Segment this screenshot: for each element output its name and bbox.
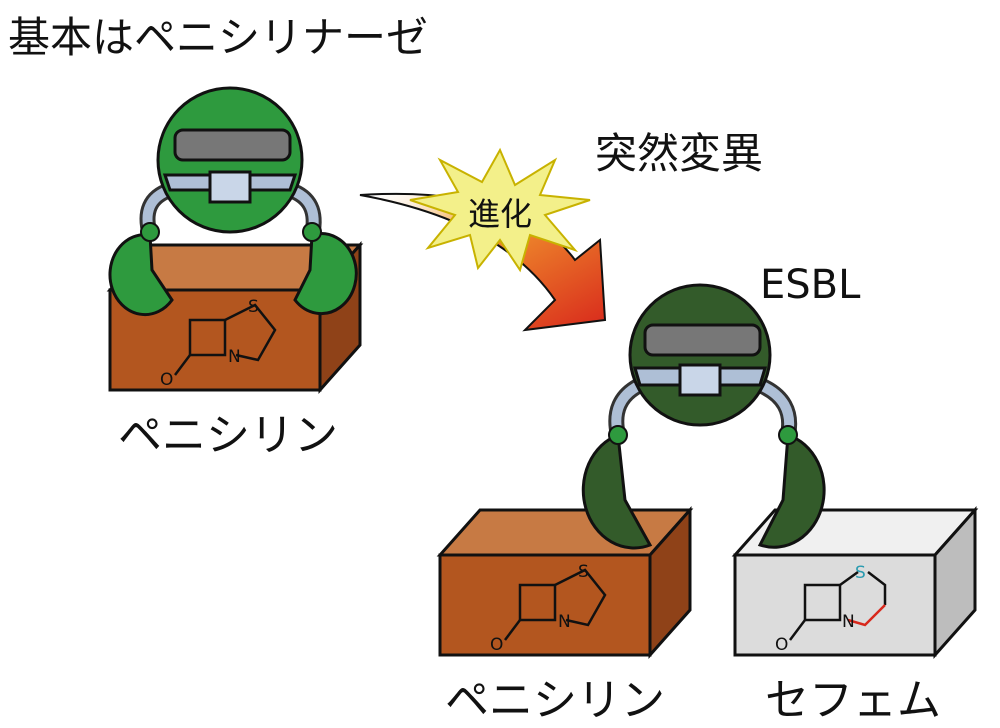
evolution-label: 進化 [468, 195, 532, 233]
atom-o: O [160, 370, 173, 390]
atom-o: O [490, 635, 503, 655]
atom-n: N [842, 612, 855, 632]
penicillin-box-2: S N O [436, 506, 694, 659]
cephem-box: S N O [731, 506, 979, 659]
page-title: 基本はペニシリナーゼ [8, 13, 428, 62]
atom-s: S [578, 562, 589, 582]
penicillin-label-1: ペニシリン [118, 410, 338, 461]
burst-icon [409, 147, 591, 273]
robot-claws-1 [108, 222, 358, 317]
atom-s: S [855, 563, 866, 583]
robot-claws-2 [581, 425, 826, 550]
esbl-robot [608, 283, 798, 437]
penicillinase-robot [139, 86, 322, 238]
atom-n: N [228, 347, 241, 367]
penicillin-label-2: ペニシリン [445, 675, 665, 726]
atom-n: N [558, 612, 571, 632]
atom-o: O [775, 635, 788, 655]
esbl-label: ESBL [760, 262, 861, 308]
mutation-label: 突然変異 [595, 129, 763, 178]
cephem-label: セフェム [765, 675, 941, 726]
atom-s: S [248, 297, 259, 317]
